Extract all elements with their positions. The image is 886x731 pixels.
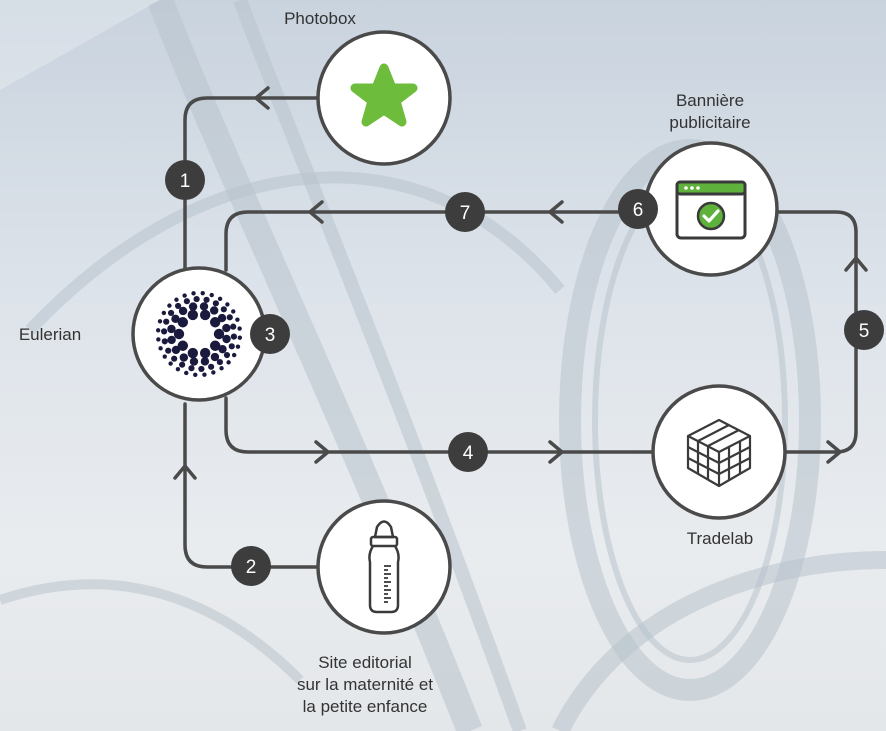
arrow-right-icon <box>548 440 564 464</box>
step-label: 6 <box>633 200 644 221</box>
label-site: Site editorial sur la maternité et la pe… <box>250 652 480 718</box>
node-photobox <box>316 30 452 166</box>
label-site-line-1: Site editorial <box>318 653 412 672</box>
arrow-up-icon <box>844 256 868 272</box>
step-label: 1 <box>180 171 191 192</box>
step-badge-1: 1 <box>165 160 205 200</box>
label-site-line-3: la petite enfance <box>302 697 428 716</box>
star-icon <box>350 63 418 127</box>
node-banniere <box>643 141 779 277</box>
baby-bottle-icon <box>368 520 400 614</box>
line-site <box>183 402 320 569</box>
arrow-left-icon <box>548 200 564 224</box>
node-eulerian <box>131 266 267 402</box>
label-tradelab: Tradelab <box>686 529 754 548</box>
step-label: 3 <box>265 325 276 346</box>
label-eulerian: Eulerian <box>18 325 82 344</box>
browser-check-icon <box>675 180 747 240</box>
step-label: 2 <box>246 557 257 578</box>
node-tradelab <box>651 384 787 520</box>
step-label: 4 <box>463 443 474 464</box>
line-return <box>224 210 643 272</box>
label-site-line-2: sur la maternité et <box>296 675 434 694</box>
step-badge-2: 2 <box>231 546 271 586</box>
line-to-tradelab <box>224 396 657 454</box>
arrow-right-icon <box>314 440 330 464</box>
step-badge-3: 3 <box>250 314 290 354</box>
step-badge-5: 5 <box>844 310 884 350</box>
arrow-up-icon <box>173 464 197 480</box>
step-label: 7 <box>460 203 471 224</box>
arrow-left-icon <box>308 200 324 224</box>
label-banniere: Bannière publicitaire <box>640 90 780 134</box>
node-site <box>316 499 452 635</box>
label-photobox: Photobox <box>284 9 356 28</box>
arrow-right-icon <box>826 440 842 464</box>
arrow-left-icon <box>254 86 270 110</box>
line-photobox <box>183 96 320 270</box>
dot-circle-icon <box>155 290 243 378</box>
label-banniere-line-2: publicitaire <box>669 113 751 132</box>
step-badge-7: 7 <box>445 192 485 232</box>
label-banniere-line-1: Bannière <box>675 91 745 110</box>
step-badge-6: 6 <box>618 189 658 229</box>
step-label: 5 <box>859 321 870 342</box>
step-badge-4: 4 <box>448 432 488 472</box>
cube-icon <box>686 418 752 488</box>
